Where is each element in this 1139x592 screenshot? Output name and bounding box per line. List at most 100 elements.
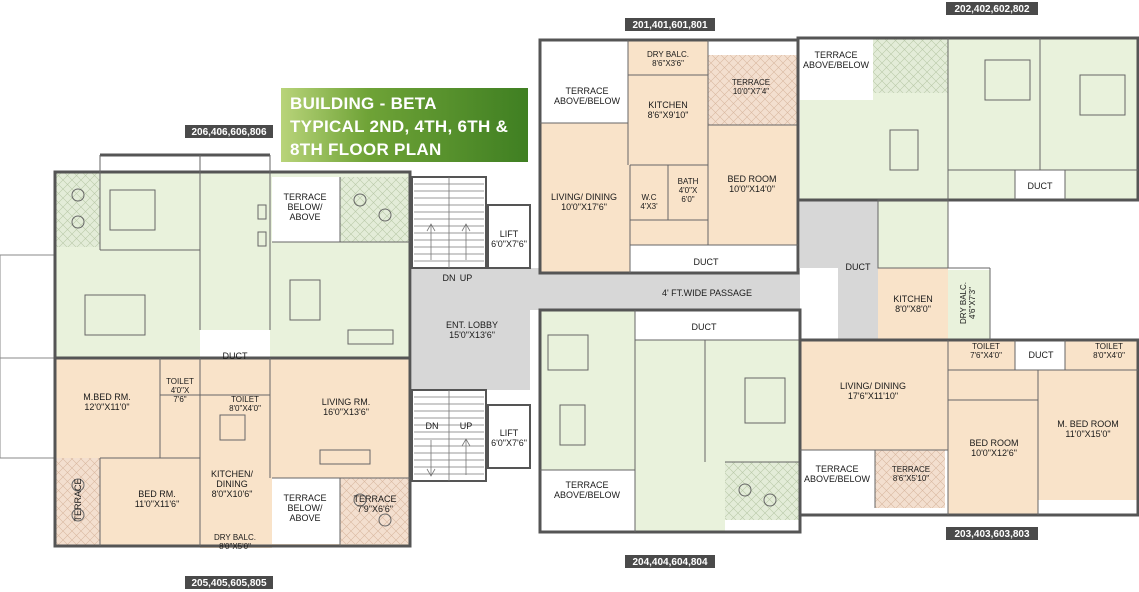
room-label-line: TERRACE: [565, 480, 608, 490]
room-label-line: LIVING/ DINING: [551, 192, 617, 202]
room-label-line: TERRACE: [565, 86, 608, 96]
room-label-line: BED RM.: [138, 489, 176, 499]
room-label-line: 12'0"X11'0": [84, 402, 129, 412]
stair-n-up: UP: [460, 273, 473, 283]
room-label-line: 16'0"X13'6": [323, 407, 369, 417]
room-label-line: LIVING RM.: [322, 397, 371, 407]
stair-s-up: UP: [460, 421, 473, 431]
west-walls: [53, 153, 412, 548]
room-label-dry-balc-e: DRY BALC.4'6"X7'3": [959, 282, 977, 324]
room-label-line: ABOVE/BELOW: [804, 474, 871, 484]
plan-title-line-2: TYPICAL 2ND, 4TH, 6TH &: [290, 117, 509, 136]
room-label-line: ABOVE/BELOW: [554, 96, 621, 106]
flat-se: [798, 267, 1139, 517]
flat-number-nw: 206,406,606,806: [191, 127, 267, 138]
room-label-line: 8'0"X8'0": [895, 304, 931, 314]
duct-ne: DUCT: [1028, 181, 1053, 191]
room-label-dry-balc-sw: DRY BALC.8'0"X5'0": [214, 533, 256, 551]
room-label-line: 4'0"X: [171, 386, 190, 395]
room-label-line: 10'0"X14'0": [729, 184, 775, 194]
room-label-m-bed-w: M.BED RM.12'0"X11'0": [83, 392, 131, 412]
room-label-line: 4'X3': [640, 202, 658, 211]
room-label-line: TERRACE: [732, 78, 770, 87]
terrace-sw-side: TERRACE: [73, 478, 83, 521]
room-label-line: TOILET: [972, 342, 1000, 351]
room-label-line: M.BED RM.: [83, 392, 131, 402]
stair-s-dn: DN: [426, 421, 439, 431]
room-label-line: TERRACE: [892, 465, 930, 474]
flat-sw: [0, 357, 410, 548]
room-label-line: LIFT: [500, 229, 519, 239]
room-label-line: LIVING/ DINING: [840, 381, 906, 391]
room-label-line: DINING: [216, 479, 248, 489]
room-label-line: 7'6"X4'0": [970, 351, 1002, 360]
room-label-line: TERRACE: [815, 464, 858, 474]
stair-arrows: [426, 223, 471, 477]
duct-n: DUCT: [694, 257, 719, 267]
flat-number-n-mid: 201,401,601,801: [632, 20, 708, 31]
room-label-bed-sw: BED RM.11'0"X11'6": [135, 489, 180, 509]
room-label-line: 8'0"X5'0": [219, 542, 251, 551]
room-label-line: 8'6"X9'10": [648, 110, 689, 120]
room-label-line: ABOVE: [289, 513, 320, 523]
room-label-line: TOILET: [1095, 342, 1123, 351]
room-label-line: TERRACE: [814, 50, 857, 60]
room-label-line: 4'6"X7'3": [968, 287, 977, 319]
room-label-line: 8'0"X4'0": [229, 404, 261, 413]
flat-number-s-mid: 204,404,604,804: [632, 557, 708, 568]
room-label-line: DRY BALC.: [959, 282, 968, 324]
room-label-line: BATH: [678, 177, 699, 186]
room-label-line: W.C: [641, 193, 656, 202]
duct-e: DUCT: [1029, 350, 1054, 360]
flat-number-labels: 206,406,606,806 205,405,605,805 201,401,…: [185, 2, 1038, 589]
room-label-line: TERRACE: [353, 494, 396, 504]
room-label-line: 4'0"X: [679, 186, 698, 195]
room-label-line: 11'0"X15'0": [1065, 429, 1110, 439]
room-label-line: 8'0"X4'0": [1093, 351, 1125, 360]
room-label-line: BELOW/: [287, 202, 323, 212]
duct-s: DUCT: [692, 322, 717, 332]
stair-n-dn: DN: [443, 273, 456, 283]
flat-number-se: 203,403,603,803: [954, 529, 1030, 540]
flat-n-mid: [538, 38, 800, 275]
room-label-line: 8'6"X3'6": [652, 59, 684, 68]
room-label-line: BED ROOM: [727, 174, 776, 184]
room-label-dry-balc-n: DRY BALC.8'6"X3'6": [647, 50, 689, 68]
room-label-line: 15'0"X13'6": [449, 330, 495, 340]
plan-title-banner: BUILDING - BETA TYPICAL 2ND, 4TH, 6TH & …: [281, 88, 528, 162]
room-label-line: 17'6"X11'10": [848, 391, 898, 401]
room-label-line: KITCHEN: [893, 294, 933, 304]
room-label-line: TERRACE: [283, 192, 326, 202]
room-label-line: TOILET: [166, 377, 194, 386]
room-label-line: 11'0"X11'6": [135, 499, 180, 509]
room-label-line: 6'0"X7'6": [491, 438, 527, 448]
room-label-line: ABOVE/BELOW: [554, 490, 621, 500]
room-label-line: ENT. LOBBY: [446, 320, 498, 330]
stair-south: [411, 389, 531, 482]
room-label-line: DRY BALC.: [647, 50, 689, 59]
flat-number-sw: 205,405,605,805: [191, 578, 267, 589]
flat-ne: [796, 36, 1139, 269]
